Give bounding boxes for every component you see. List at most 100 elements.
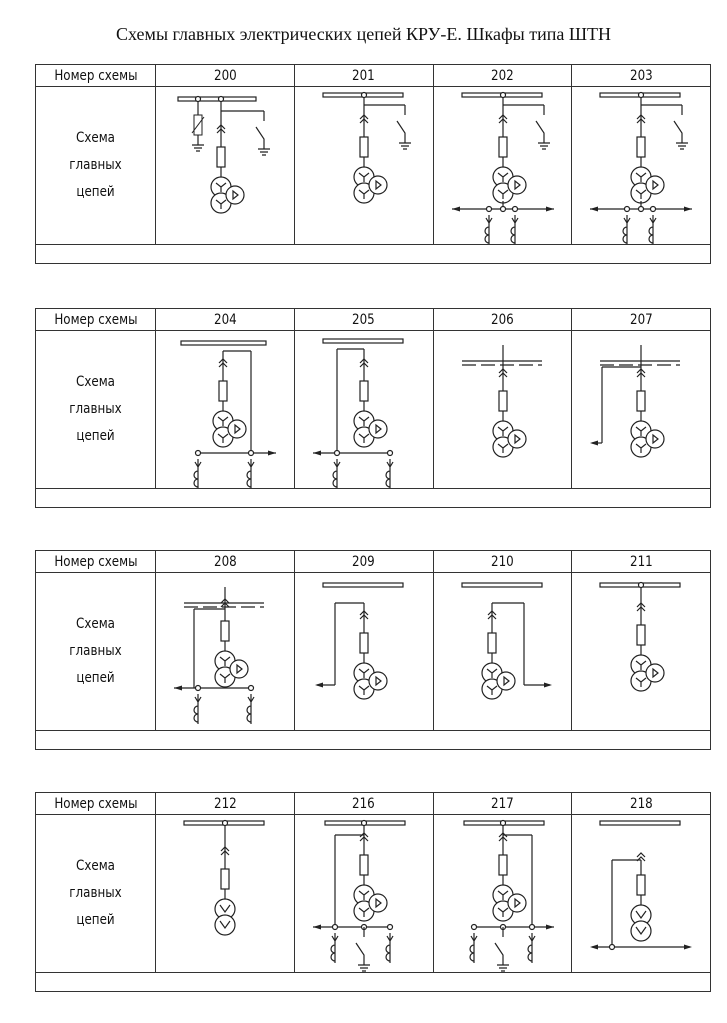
scheme-diagram-cell (155, 330, 295, 489)
node-icon (638, 205, 645, 213)
disconnector-icon (636, 114, 646, 124)
fuse-icon (359, 136, 369, 158)
scheme-number: 200 (155, 64, 295, 87)
footer-row (35, 972, 711, 992)
scheme-diagram-218 (590, 820, 693, 951)
fuse-icon (359, 632, 369, 654)
earthing-switch-icon (535, 105, 545, 143)
disconnector-icon (487, 610, 496, 620)
scheme-diagram-207 (590, 345, 681, 458)
current-transformer-icon (193, 694, 202, 724)
arrow-icon (312, 450, 321, 456)
fuse-icon (497, 390, 508, 412)
node-icon (638, 91, 645, 99)
fuse-icon (636, 390, 646, 412)
header-label: Номер схемы (53, 67, 138, 84)
current-transformer-icon (385, 933, 394, 963)
scheme-diagram-cell (155, 572, 295, 731)
row-label-line: Схема (76, 374, 115, 390)
transformer-icon (630, 904, 652, 942)
node-icon (638, 581, 645, 589)
scheme-diagram-cell (293, 814, 434, 973)
scheme-number: 202 (432, 64, 573, 87)
disconnector-icon (498, 114, 507, 124)
disconnector-icon (359, 114, 369, 124)
row-label-line: главных (69, 643, 122, 659)
ground-icon (537, 142, 550, 150)
row-label-line: Схема (76, 616, 115, 632)
fuse-icon (220, 868, 230, 890)
scheme-diagram-201 (322, 91, 411, 204)
fuse-icon (359, 854, 369, 876)
scheme-number: 217 (432, 792, 573, 815)
scheme-diagram-204 (180, 340, 276, 488)
scheme-number-text: 216 (352, 795, 375, 812)
earthing-switch-icon (494, 927, 504, 965)
disconnector-icon (216, 124, 226, 134)
scheme-diagram-211 (599, 581, 681, 692)
node-icon (485, 205, 492, 213)
scheme-number: 211 (571, 550, 711, 573)
node-icon (386, 923, 393, 931)
disconnector-icon (359, 610, 369, 620)
earthing-switch-icon (355, 927, 365, 965)
row-label-line: главных (69, 157, 122, 173)
node-icon (528, 923, 535, 931)
scheme-diagram-cell (432, 814, 573, 973)
row-label-line: Схема (76, 858, 115, 874)
row-label-line: цепей (76, 184, 115, 200)
node-icon (247, 684, 255, 692)
scheme-diagram-cell (571, 814, 711, 973)
footer-row (35, 730, 711, 750)
scheme-number: 218 (571, 792, 711, 815)
disconnector-icon (498, 368, 507, 378)
header-label-cell: Номер схемы (35, 550, 156, 573)
busbar-icon (180, 340, 267, 346)
scheme-number: 204 (155, 308, 295, 331)
busbar-dashed-icon (461, 360, 542, 366)
current-transformer-icon (468, 933, 478, 963)
current-transformer-icon (246, 694, 255, 724)
ground-icon (496, 964, 509, 972)
fuse-icon (486, 632, 497, 654)
scheme-number-text: 205 (352, 311, 375, 328)
header-label-cell: Номер схемы (35, 64, 156, 87)
current-transformer-icon (648, 215, 657, 244)
busbar-icon (460, 582, 543, 588)
row-label-line: главных (69, 885, 122, 901)
header-label: Номер схемы (53, 795, 138, 812)
scheme-number-text: 200 (213, 67, 237, 84)
node-icon (221, 819, 229, 827)
row-label-line: главных (69, 401, 122, 417)
node-icon (624, 205, 631, 213)
node-icon (470, 923, 477, 931)
scheme-number-text: 218 (629, 795, 653, 812)
node-icon (499, 819, 506, 827)
fuse-icon (636, 136, 646, 158)
current-transformer-icon (332, 459, 341, 488)
header-label: Номер схемы (53, 553, 138, 570)
scheme-number-text: 206 (491, 311, 514, 328)
current-transformer-icon (622, 215, 631, 244)
transformer-3w-icon (630, 654, 665, 692)
scheme-diagram-cell (571, 572, 711, 731)
scheme-number-text: 204 (213, 311, 237, 328)
footer-row (35, 488, 711, 508)
scheme-number-text: 210 (491, 553, 514, 570)
arrow-icon (312, 924, 321, 930)
arrow-icon (684, 944, 693, 950)
scheme-number-text: 208 (213, 553, 237, 570)
fuse-icon (216, 146, 226, 168)
transformer-3w-icon (491, 420, 527, 458)
scheme-diagram-203 (590, 91, 693, 244)
scheme-number-text: 211 (629, 553, 653, 570)
arrow-icon (590, 944, 599, 950)
disconnector-icon (220, 598, 230, 608)
node-icon (247, 449, 255, 457)
ground-icon (258, 148, 270, 156)
